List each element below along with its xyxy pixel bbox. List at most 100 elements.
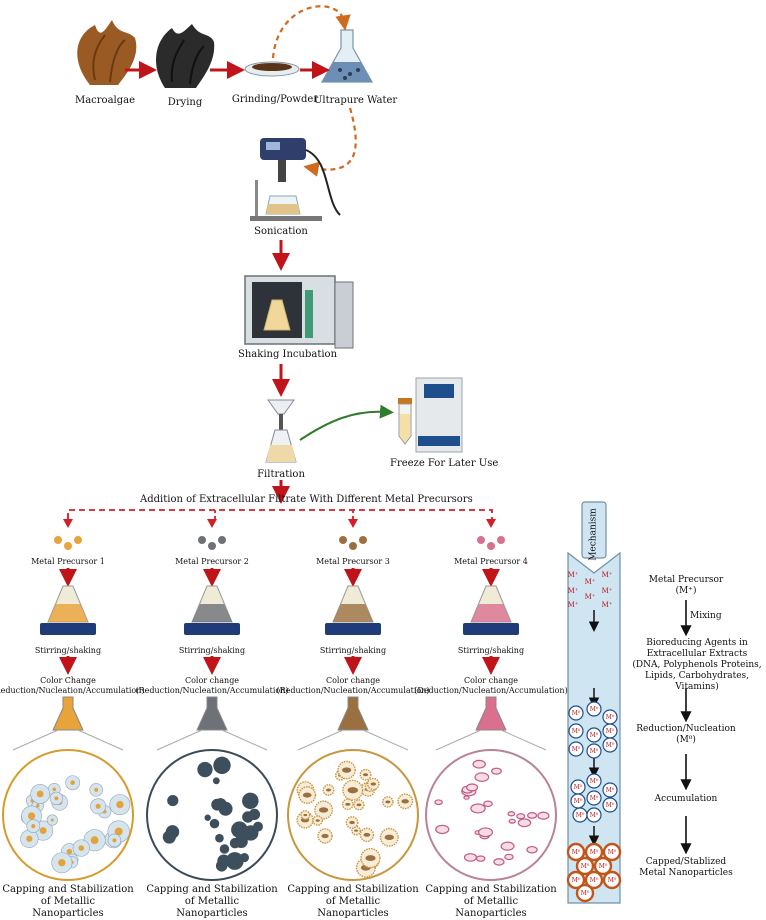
- nanoparticle-core: [345, 802, 351, 806]
- precursor-label: Metal Precursor 3: [316, 557, 390, 566]
- mech-step-2b: Extracellular Extracts: [646, 649, 748, 659]
- mech-step-5: Capped/Stablized Metal Nanoparticles: [628, 857, 744, 879]
- nanoparticle: [465, 783, 479, 792]
- sonicator-illustration: [250, 138, 341, 221]
- nanoparticle-core: [78, 845, 85, 851]
- petri-dish-illustration: [244, 61, 300, 77]
- nanoparticle-core: [302, 792, 312, 798]
- precursor-particle: [208, 542, 216, 550]
- precursor-label: Metal Precursor 4: [454, 557, 528, 566]
- mechanism-tab: [581, 501, 607, 559]
- capped-particle-circle: [584, 842, 604, 862]
- nanoparticle-core: [114, 827, 123, 836]
- label-addition: Addition of Extracellular Filtrate With …: [140, 494, 473, 505]
- nanoparticle-core: [94, 787, 99, 792]
- capped-particle-circle: [575, 883, 595, 903]
- cap-label-2: of Metallic: [184, 896, 240, 907]
- nanoparticle-core: [35, 804, 40, 808]
- capped-particle-circle: [566, 870, 586, 890]
- nucleus-circle: [568, 741, 584, 757]
- nanoparticle: [491, 767, 502, 775]
- cap-label-2: of Metallic: [40, 896, 96, 907]
- flask-liquid: [192, 604, 232, 622]
- precursor-particle: [74, 536, 82, 544]
- nucleus-circle: [568, 705, 584, 721]
- nanoparticle-core: [385, 800, 391, 804]
- nanoparticle-view: [425, 749, 557, 881]
- nanoparticle: [478, 827, 494, 838]
- mechanism-column: [566, 501, 622, 904]
- nanoparticle: [248, 808, 261, 821]
- process-label: (Reduction/Nucleation/Accumulation): [276, 686, 430, 695]
- mech-step-5b: Metal Nanoparticles: [639, 868, 733, 878]
- process-label: (Reduction/Nucleation/Accumulation): [0, 686, 145, 695]
- precursor-particle: [359, 536, 367, 544]
- nanoparticle-core: [318, 807, 329, 813]
- flask-liquid: [48, 604, 88, 622]
- nanoparticle-core: [39, 827, 47, 835]
- precursor-icon: [198, 536, 226, 550]
- nanoparticle-core: [112, 838, 117, 843]
- capped-particle-circle: [584, 870, 604, 890]
- mech-step-3b: (M⁰): [676, 735, 696, 745]
- atom-label: M⁰: [605, 802, 615, 809]
- stir-label: Stirring/shaking: [34, 646, 102, 655]
- label-filtration: Filtration: [257, 469, 305, 480]
- atom-label: M⁰: [571, 849, 581, 856]
- nanoparticle-core: [370, 782, 377, 786]
- precursor-particle: [477, 536, 485, 544]
- process-label: (Deduction/Nucleation/Accumulation): [414, 686, 568, 695]
- color-change-label: Color Change: [40, 676, 96, 685]
- mech-step-2d: Lipids, Carbohydrates, Vitamins): [644, 671, 750, 692]
- cap-label-3: Nanoparticles: [32, 908, 104, 919]
- ion-label: M⁺: [601, 601, 613, 609]
- mech-step-2c: (DNA, Polyphenols Proteins,: [632, 660, 762, 670]
- nanoparticle: [472, 759, 486, 769]
- nanoparticle: [213, 756, 231, 775]
- label-shaking-incubation: Shaking Incubation: [238, 349, 338, 360]
- precursor-particle: [339, 536, 347, 544]
- atom-label: M⁰: [605, 728, 615, 735]
- flask-liquid: [471, 604, 511, 622]
- zoom-lines: [435, 729, 547, 751]
- precursor-particle: [64, 542, 72, 550]
- atom-label: M⁰: [589, 732, 599, 739]
- label-ultrapure-water: Ultrapure Water: [314, 95, 398, 106]
- atom-label: M⁰: [571, 710, 581, 717]
- nanoparticle: [526, 845, 538, 854]
- mech-step-1b: (M⁺): [675, 586, 697, 596]
- cap-label-1: Capping and Stabilization: [2, 884, 134, 895]
- nanoparticle: [463, 795, 470, 800]
- nanoparticle: [527, 812, 538, 819]
- ion-label: M⁺: [584, 593, 596, 601]
- mech-step-1: Metal Precursor (M⁺): [636, 575, 736, 597]
- nucleus-circle: [602, 782, 618, 798]
- nanoparticle-core: [303, 813, 308, 817]
- dashed-bracket: [67, 509, 493, 519]
- atom-label: M⁰: [607, 877, 617, 884]
- atom-label: M⁰: [571, 746, 581, 753]
- label-sonication: Sonication: [254, 226, 308, 237]
- precursor-icon: [54, 536, 82, 550]
- stirrer-base: [325, 623, 381, 635]
- stirrer-base: [184, 623, 240, 635]
- nucleus-circle: [586, 790, 602, 806]
- stir-label: Stirring/shaking: [178, 646, 246, 655]
- nanoparticle: [500, 841, 515, 851]
- cap-label-3: Nanoparticles: [317, 908, 389, 919]
- nanoparticle-core: [349, 820, 355, 825]
- nanoparticle-core: [50, 818, 54, 822]
- stir-label: Stirring/shaking: [457, 646, 525, 655]
- mech-step-1a: Metal Precursor: [648, 575, 724, 585]
- atom-label: M⁰: [580, 890, 590, 897]
- nanoparticle-core: [326, 788, 332, 792]
- atom-label: M⁰: [589, 706, 599, 713]
- atom-label: M⁰: [573, 784, 583, 791]
- nanoparticle: [218, 801, 233, 816]
- nanoparticle: [165, 825, 180, 839]
- nanoparticle-core: [362, 773, 369, 777]
- cap-label-1: Capping and Stabilization: [287, 884, 419, 895]
- nanoparticle-core: [95, 803, 101, 809]
- nanoparticle-core: [342, 767, 352, 773]
